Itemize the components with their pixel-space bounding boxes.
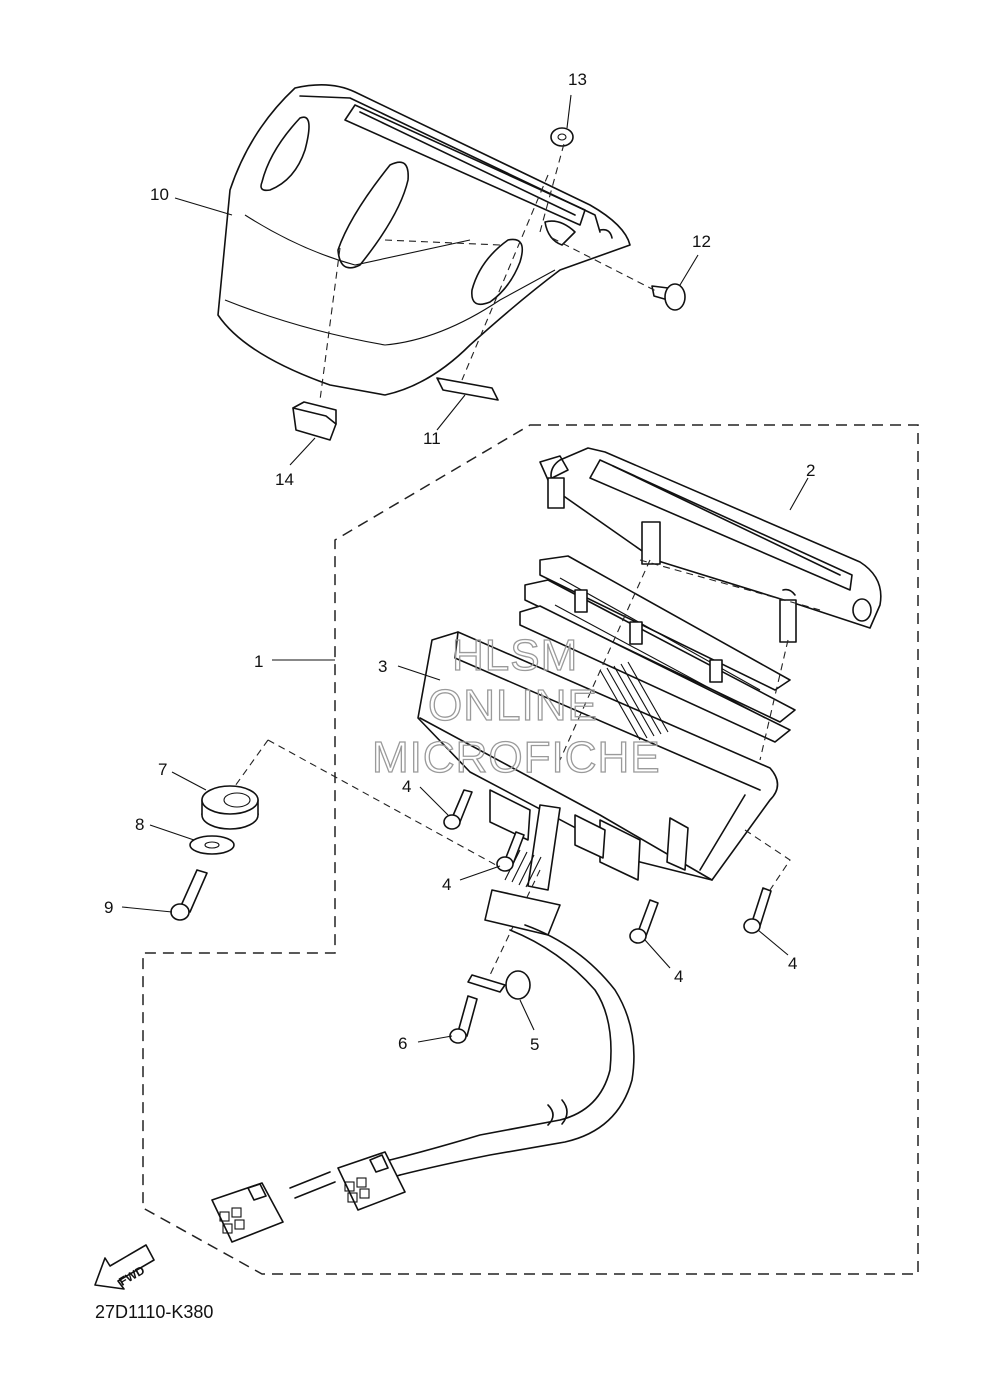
- callout-3: 3: [378, 657, 387, 676]
- callout-4a: 4: [402, 777, 411, 796]
- callout-2: 2: [806, 461, 815, 480]
- watermark-line-1: HLSM: [452, 631, 578, 680]
- grommet: [550, 127, 574, 147]
- callout-8: 8: [135, 815, 144, 834]
- screw: [651, 283, 686, 311]
- mount-grommet: [201, 785, 259, 830]
- screw-6: [449, 995, 478, 1044]
- fwd-arrow-icon: FWD: [94, 1244, 155, 1290]
- meter-cover: [217, 84, 631, 396]
- meter-lens-housing: [539, 447, 882, 643]
- drawing-code: 27D1110-K380: [95, 1302, 213, 1322]
- clamp-band: [467, 970, 531, 1000]
- callout-13: 13: [568, 70, 587, 89]
- watermark-line-2: ONLINE: [428, 681, 598, 730]
- callout-10: 10: [150, 185, 169, 204]
- washer: [189, 835, 235, 855]
- meter-body: [417, 555, 796, 891]
- callout-12: 12: [692, 232, 711, 251]
- screw-4-c: [629, 899, 659, 944]
- wire-harness: [289, 889, 635, 1199]
- screw-4-a: [443, 789, 473, 830]
- watermark-line-3: MICROFICHE: [372, 733, 661, 782]
- callout-11: 11: [423, 429, 441, 448]
- assembly-boundary: [142, 424, 919, 1275]
- damper-block: [292, 401, 337, 441]
- callout-4b: 4: [442, 875, 451, 894]
- damper-pad: [436, 377, 499, 401]
- callout-9: 9: [104, 898, 113, 917]
- bolt: [170, 869, 208, 921]
- callout-5: 5: [530, 1035, 539, 1054]
- callout-7: 7: [158, 760, 167, 779]
- callout-6: 6: [398, 1034, 407, 1053]
- callout-4c: 4: [674, 967, 683, 986]
- callout-14: 14: [275, 470, 294, 489]
- callout-4d: 4: [788, 954, 797, 973]
- connector-left: [211, 1182, 284, 1243]
- leader-lines: [121, 94, 809, 1043]
- callout-1: 1: [254, 652, 263, 671]
- screw-4-b: [496, 831, 525, 872]
- connector-right: [337, 1151, 406, 1211]
- screw-4-d: [743, 887, 772, 934]
